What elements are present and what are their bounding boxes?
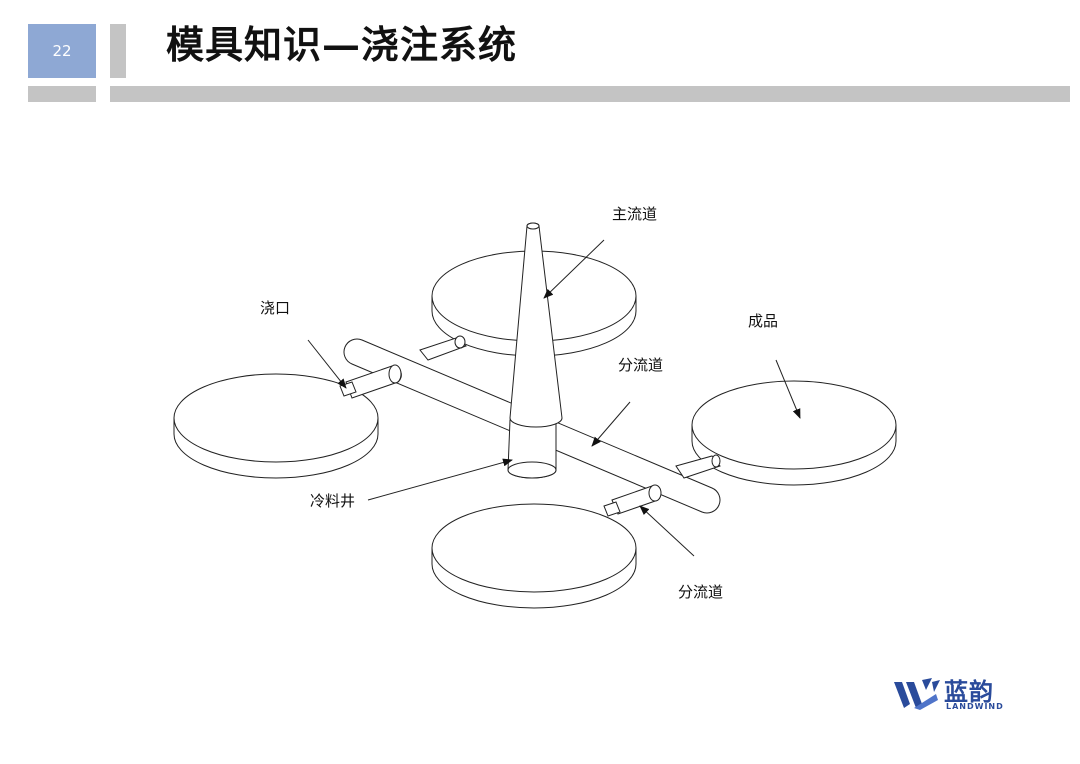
- logo-text-en: LANDWIND: [946, 702, 1004, 711]
- branch-runner-bottom: [603, 484, 662, 517]
- gate-top: [419, 335, 468, 361]
- label-gate: 浇口: [260, 299, 290, 317]
- sprue-cone: [509, 222, 563, 428]
- label-cold-slug-well: 冷料井: [310, 492, 355, 510]
- title-accent-bar: [110, 24, 126, 78]
- landwind-mark-icon: [894, 678, 940, 710]
- cold-slug-well: [507, 419, 557, 479]
- product-disk-right: [691, 380, 897, 486]
- label-product: 成品: [748, 312, 778, 330]
- label-branch-runner-bottom: 分流道: [678, 583, 723, 601]
- page-title: 模具知识—浇注系统: [166, 22, 518, 67]
- label-main-runner: 主流道: [612, 205, 657, 223]
- page-number-badge: 22: [28, 24, 96, 78]
- logo-text-cn: 蓝韵: [944, 678, 994, 706]
- header-rule-left: [28, 86, 96, 102]
- header-rule-right: [110, 86, 1070, 102]
- branch-runner-left: [339, 364, 402, 399]
- product-disk-left: [173, 373, 379, 479]
- leader-branch-runner-bottom: [639, 505, 695, 557]
- leader-gate: [307, 339, 347, 389]
- leader-cold-slug-well: [367, 458, 513, 501]
- leader-product: [775, 359, 801, 419]
- page-number: 22: [52, 42, 72, 60]
- label-branch-runner-top: 分流道: [618, 356, 663, 374]
- product-disk-bottom: [431, 503, 637, 609]
- landwind-logo: 蓝韵 LANDWIND: [892, 676, 1022, 716]
- branch-runner-right: [675, 454, 721, 479]
- leader-branch-runner-top: [591, 401, 631, 447]
- leader-main-runner: [543, 239, 605, 299]
